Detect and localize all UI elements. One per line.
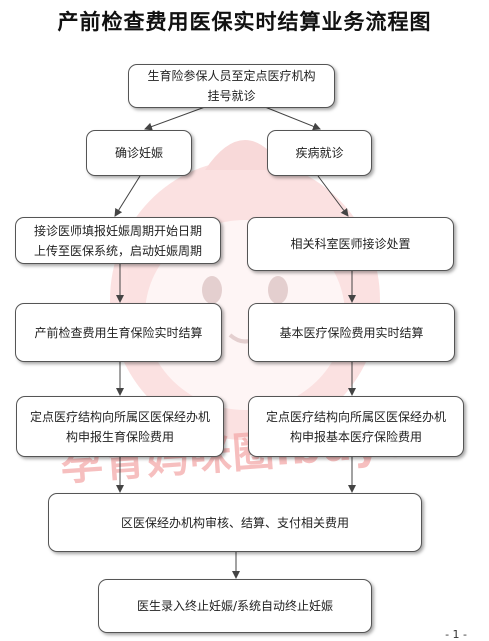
node-basic-declare: 定点医疗结构向所属区医保经办机 构申报基本医疗保险费用: [248, 396, 464, 457]
node-maternity-settlement: 产前检查费用生育保险实时结算: [15, 303, 222, 362]
node-doctor-report: 接诊医师填报妊娠周期开始日期 上传至医保系统，启动妊娠周期: [15, 217, 221, 264]
page-title: 产前检查费用医保实时结算业务流程图: [57, 9, 432, 34]
node-basic-settlement: 基本医疗保险费用实时结算: [248, 303, 455, 362]
arrow-illness-to-dept: [317, 175, 349, 217]
arrow-pregnancy-to-report: [114, 175, 141, 217]
arrow-start-to-illness: [264, 106, 321, 131]
node-maternity-declare: 定点医疗结构向所属区医保经办机 构申报生育保险费用: [16, 396, 224, 457]
arrow-start-to-pregnancy: [144, 106, 206, 131]
node-confirm-pregnancy: 确诊妊娠: [86, 130, 192, 176]
node-review-settle-pay: 区医保经办机构审核、结算、支付相关费用: [48, 493, 422, 552]
page-number: - 1 -: [445, 628, 467, 641]
node-dept-visit: 相关科室医师接诊处置: [247, 217, 454, 271]
node-end-pregnancy: 医生录入终止妊娠/系统自动终止妊娠: [98, 579, 372, 633]
node-illness-visit: 疾病就诊: [267, 130, 372, 176]
node-start: 生育险参保人员至定点医疗机构 挂号就诊: [128, 64, 335, 108]
